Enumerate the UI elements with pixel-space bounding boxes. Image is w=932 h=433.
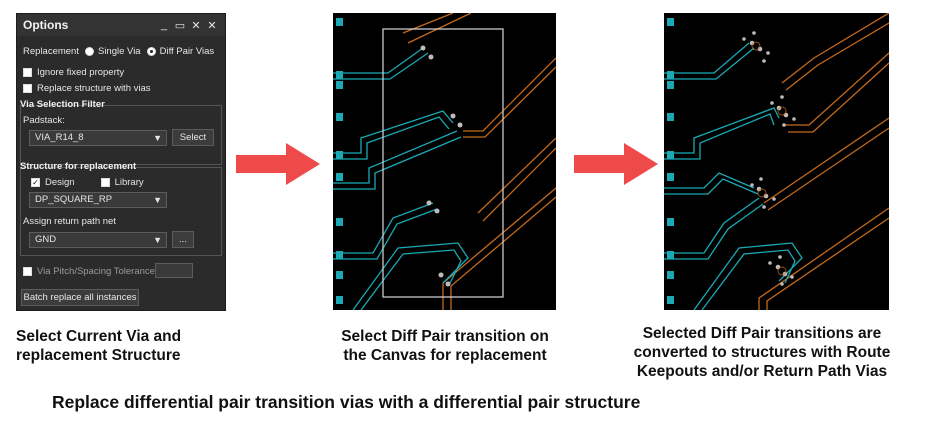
arrow-right-icon-2 [574, 143, 658, 185]
padstack-dropdown[interactable]: VIA_R14_8 ▼ [29, 130, 167, 146]
structure-for-replacement-title: Structure for replacement [20, 161, 137, 172]
via-pitch-label: Via Pitch/Spacing Tolerance: [37, 266, 158, 277]
close-icon-secondary[interactable]: ✕ [207, 19, 217, 32]
options-title: Options [23, 18, 69, 32]
minimize-icon[interactable]: _ [160, 19, 168, 31]
structure-dropdown[interactable]: DP_SQUARE_RP ▼ [29, 192, 167, 208]
caption-right: Selected Diff Pair transitions are conve… [612, 324, 912, 381]
options-panel: Options _ ▭ ✕ ✕ Replacement Single Via D… [16, 13, 226, 311]
return-path-dropdown[interactable]: GND ▼ [29, 232, 167, 248]
caption-left-line1: Select Current Via and [16, 328, 182, 345]
pcb-canvas-result[interactable] [664, 13, 889, 310]
browse-button[interactable]: ... [172, 231, 194, 248]
return-path-label: Assign return path net [23, 216, 116, 227]
restore-icon[interactable]: ▭ [174, 19, 186, 32]
caption-left: Select Current Via and replacement Struc… [16, 327, 181, 365]
structure-value: DP_SQUARE_RP [35, 194, 113, 205]
ignore-fixed-row[interactable]: Ignore fixed property [23, 67, 124, 78]
diff-pair-vias-label[interactable]: Diff Pair Vias [159, 46, 215, 57]
design-label[interactable]: Design [45, 177, 75, 188]
replace-structure-checkbox[interactable] [23, 84, 32, 93]
chevron-down-icon: ▼ [153, 133, 162, 143]
caption-right-line2: converted to structures with Route [633, 344, 891, 361]
design-checkbox[interactable]: ✓ [31, 178, 40, 187]
return-path-value: GND [35, 234, 57, 245]
via-pitch-row: Via Pitch/Spacing Tolerance: [23, 266, 158, 277]
options-titlebar: Options _ ▭ ✕ ✕ [17, 14, 225, 36]
selection-box [382, 28, 504, 298]
padstack-value: VIA_R14_8 [35, 132, 84, 143]
via-pitch-checkbox[interactable] [23, 267, 32, 276]
via-pitch-input[interactable] [155, 263, 193, 278]
padstack-label: Padstack: [23, 115, 65, 126]
ignore-fixed-label[interactable]: Ignore fixed property [37, 67, 125, 78]
library-checkbox[interactable] [100, 178, 110, 187]
library-label[interactable]: Library [114, 177, 144, 188]
replace-structure-row[interactable]: Replace structure with vias [23, 83, 151, 94]
single-via-label[interactable]: Single Via [97, 46, 141, 57]
arrow-right-icon [236, 143, 320, 185]
diff-pair-vias-radio[interactable] [146, 47, 156, 56]
chevron-down-icon: ▼ [153, 235, 162, 245]
caption-middle: Select Diff Pair transition on the Canva… [305, 327, 585, 365]
caption-right-line3: Keepouts and/or Return Path Vias [636, 363, 888, 380]
pcb-canvas-select[interactable] [333, 13, 556, 310]
chevron-down-icon: ▼ [153, 195, 162, 205]
close-icon[interactable]: ✕ [191, 19, 201, 32]
via-selection-filter-group [20, 105, 222, 165]
ignore-fixed-checkbox[interactable] [23, 68, 32, 77]
caption-middle-line1: Select Diff Pair transition on [341, 328, 549, 345]
replacement-label: Replacement [23, 46, 79, 57]
bottom-caption: Replace differential pair transition via… [52, 392, 641, 412]
structure-for-replacement-group [20, 167, 222, 256]
replace-structure-label[interactable]: Replace structure with vias [37, 83, 151, 94]
replacement-row: Replacement Single Via Diff Pair Vias [23, 46, 214, 57]
caption-middle-line2: the Canvas for replacement [343, 347, 547, 364]
select-button[interactable]: Select [172, 129, 214, 146]
single-via-radio[interactable] [84, 47, 94, 56]
design-library-row: ✓ Design Library [31, 177, 144, 188]
caption-left-line2: replacement Structure [16, 347, 181, 364]
batch-replace-button[interactable]: Batch replace all instances [21, 289, 139, 306]
via-selection-filter-title: Via Selection Filter [20, 99, 105, 110]
caption-right-line1: Selected Diff Pair transitions are [642, 325, 882, 342]
